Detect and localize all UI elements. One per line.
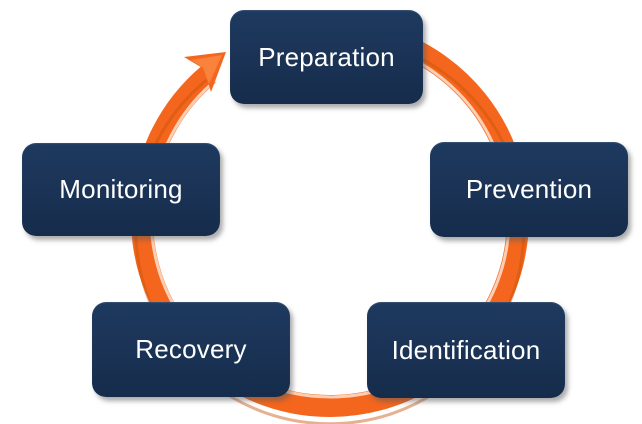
node-identification: Identification <box>367 302 565 398</box>
node-prevention-label: Prevention <box>465 174 593 204</box>
node-preparation: Preparation <box>230 10 423 104</box>
node-identification-label: Identification <box>391 334 541 365</box>
node-prevention: Prevention <box>430 142 628 237</box>
node-recovery: Recovery <box>92 302 290 397</box>
node-monitoring: Monitoring <box>22 143 220 236</box>
node-recovery-label: Recovery <box>135 334 247 364</box>
arrow-head-highlight <box>191 55 222 84</box>
node-preparation-label: Preparation <box>258 41 395 72</box>
node-monitoring-label: Monitoring <box>59 174 183 204</box>
